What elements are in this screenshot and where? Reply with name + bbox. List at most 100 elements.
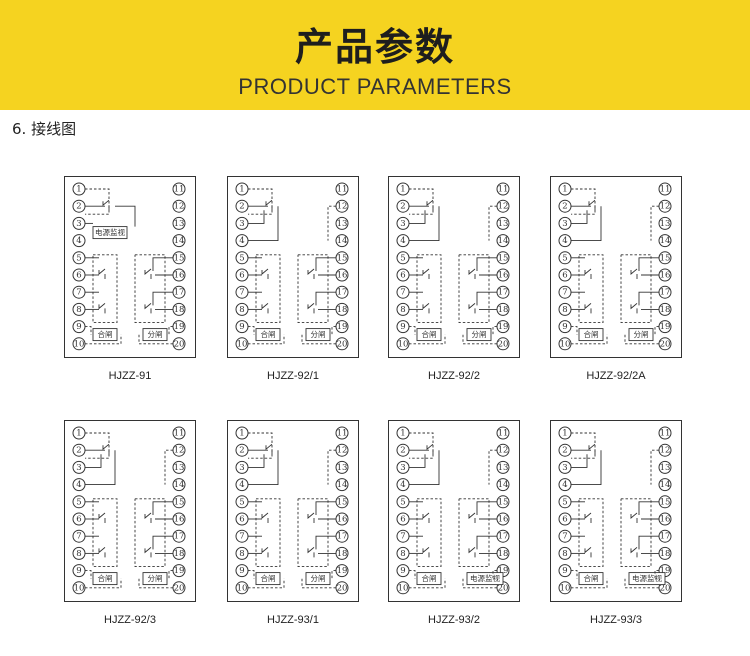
wiring-line xyxy=(468,303,476,310)
terminal xyxy=(335,478,349,492)
wiring-line xyxy=(416,498,442,568)
wiring-line xyxy=(102,443,110,451)
wiring-line xyxy=(468,512,476,519)
terminal-number: 3 xyxy=(239,463,244,473)
wiring-line xyxy=(624,578,659,589)
wiring-line xyxy=(261,303,269,310)
box-close xyxy=(255,572,281,586)
wiring-line xyxy=(468,547,476,554)
box-label: 合闸 xyxy=(98,573,113,583)
wiring-line xyxy=(164,449,173,485)
wiring-line xyxy=(134,254,166,324)
terminal-number: 8 xyxy=(239,549,244,559)
wiring-line xyxy=(409,188,434,215)
terminal-number: 2 xyxy=(562,202,567,212)
terminal-number: 15 xyxy=(660,253,671,263)
terminal-number: 2 xyxy=(76,202,81,212)
terminal-number: 11 xyxy=(498,185,509,195)
wiring-line xyxy=(488,449,497,485)
terminal-number: 15 xyxy=(660,497,671,507)
terminal-number: 12 xyxy=(498,202,509,212)
wiring-line xyxy=(630,268,638,275)
diagram-caption: HJZZ-92/1 xyxy=(267,370,319,382)
terminal-number: 17 xyxy=(660,532,671,542)
terminal-number: 16 xyxy=(660,515,671,525)
terminal xyxy=(335,182,349,196)
wiring-line xyxy=(571,570,578,579)
wiring-line xyxy=(638,257,659,271)
terminal-number: 5 xyxy=(400,497,405,507)
terminal-number: 17 xyxy=(337,288,348,298)
terminal-number: 8 xyxy=(562,549,567,559)
terminal xyxy=(496,426,510,440)
wiring-line xyxy=(261,268,269,275)
diagram-caption: HJZZ-92/3 xyxy=(104,614,156,626)
box-power-monitor xyxy=(92,226,128,240)
terminal-number: 5 xyxy=(76,253,81,263)
terminal-number: 3 xyxy=(76,463,81,473)
terminal-number: 20 xyxy=(337,339,348,349)
wiring-line xyxy=(409,454,426,468)
wiring-line xyxy=(462,578,497,589)
terminal-number: 1 xyxy=(76,185,81,195)
terminal-number: 19 xyxy=(660,566,671,576)
wiring-line xyxy=(620,254,652,324)
terminal-number: 20 xyxy=(337,583,348,593)
terminal-number: 16 xyxy=(498,515,509,525)
wiring-line xyxy=(571,450,602,486)
wiring-line xyxy=(85,450,116,486)
box-open xyxy=(142,328,168,342)
terminal-number: 11 xyxy=(174,429,185,439)
wiring-line xyxy=(307,303,315,310)
terminal-number: 10 xyxy=(398,583,409,593)
terminal xyxy=(658,234,672,248)
box-label: 分闸 xyxy=(148,330,163,339)
terminal-number: 2 xyxy=(76,446,81,456)
terminal-number: 9 xyxy=(239,566,244,576)
terminal-number: 10 xyxy=(237,339,248,349)
wiring-line xyxy=(248,188,273,215)
terminal-number: 1 xyxy=(76,429,81,439)
terminal xyxy=(496,182,510,196)
wiring-line xyxy=(134,498,166,568)
terminal-number: 18 xyxy=(337,549,348,559)
section-heading: 6. 接线图 xyxy=(12,120,77,138)
terminal xyxy=(335,460,349,474)
header-banner: 产品参数 PRODUCT PARAMETERS xyxy=(0,0,750,110)
terminal-number: 7 xyxy=(239,532,244,542)
terminal-number: 5 xyxy=(562,253,567,263)
terminal-number: 18 xyxy=(660,305,671,315)
terminal-number: 8 xyxy=(400,549,405,559)
terminal xyxy=(335,426,349,440)
wiring-line xyxy=(458,498,490,568)
diagram-caption: HJZZ-92/2A xyxy=(586,370,646,382)
terminal-number: 4 xyxy=(400,480,405,490)
wiring-line xyxy=(409,578,446,589)
terminal-number: 19 xyxy=(174,322,185,332)
box-label: 合闸 xyxy=(98,329,113,339)
box-close xyxy=(92,572,118,586)
terminal-number: 5 xyxy=(400,253,405,263)
box-label: 合闸 xyxy=(422,329,437,339)
diagram-caption: HJZZ-92/2 xyxy=(428,370,480,382)
terminal-number: 8 xyxy=(76,549,81,559)
wiring-line xyxy=(315,501,336,515)
wiring-line xyxy=(102,199,110,207)
terminal-number: 18 xyxy=(337,305,348,315)
box-label: 分闸 xyxy=(148,574,163,583)
wiring-line xyxy=(261,547,269,554)
terminal-number: 12 xyxy=(174,446,185,456)
diagram-caption: HJZZ-93/2 xyxy=(428,614,480,626)
box-open xyxy=(142,572,168,586)
wiring-line xyxy=(630,303,638,310)
wiring-line xyxy=(248,570,255,579)
terminal-number: 14 xyxy=(337,236,348,246)
box-open xyxy=(466,328,492,342)
box-close xyxy=(578,328,604,342)
terminal-number: 7 xyxy=(76,288,81,298)
terminal-number: 10 xyxy=(74,339,85,349)
wiring-line xyxy=(571,432,596,459)
wiring-line xyxy=(409,326,416,335)
